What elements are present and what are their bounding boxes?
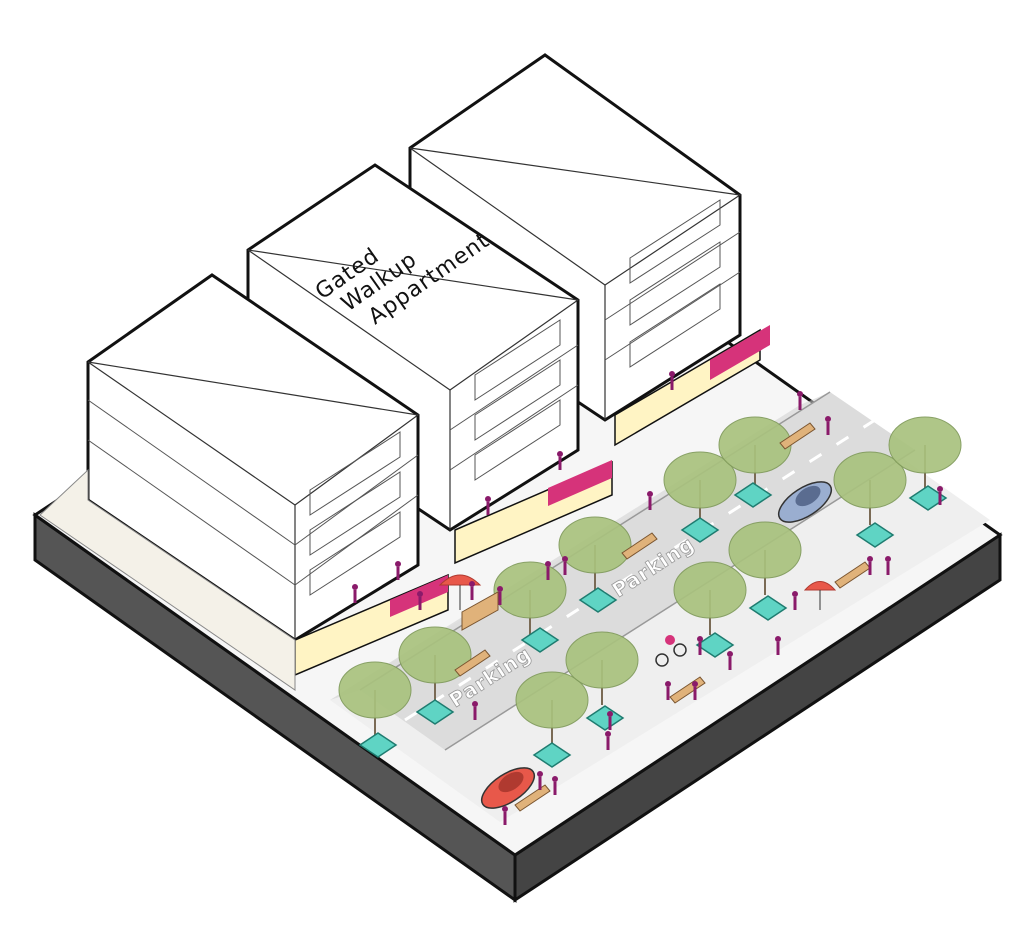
- planter-icon: [855, 522, 895, 548]
- benches: [454, 422, 871, 812]
- person-icon: [867, 556, 873, 575]
- tree-icon: [558, 516, 632, 590]
- planter-icon: [520, 627, 560, 653]
- person-icon: [552, 776, 558, 795]
- person-icon: [692, 681, 698, 700]
- person-icon: [825, 416, 831, 435]
- tree-icon: [718, 416, 792, 490]
- pedestrians: [352, 371, 943, 825]
- planter-icon: [695, 632, 735, 658]
- tree-icon: [515, 671, 589, 745]
- umbrella-icon: [803, 581, 837, 610]
- bench-icon: [621, 532, 658, 560]
- tree-icon: [833, 451, 907, 525]
- bicycle-icon: [655, 635, 687, 667]
- person-icon: [395, 561, 401, 580]
- person-icon: [469, 581, 475, 600]
- person-icon: [669, 371, 675, 390]
- bench-icon: [454, 649, 491, 677]
- person-icon: [562, 556, 568, 575]
- person-icon: [665, 681, 671, 700]
- planter-icon: [908, 485, 948, 511]
- tree-icon: [888, 416, 962, 490]
- person-icon: [557, 451, 563, 470]
- person-icon: [697, 636, 703, 655]
- person-icon: [607, 711, 613, 730]
- planter-icon: [680, 517, 720, 543]
- planter-icon: [585, 705, 625, 731]
- person-icon: [885, 556, 891, 575]
- planters: [358, 482, 948, 768]
- car-icon: [777, 481, 833, 523]
- planter-icon: [733, 482, 773, 508]
- tree-icon: [673, 561, 747, 635]
- bench-icon: [514, 784, 551, 812]
- planter-icon: [748, 595, 788, 621]
- person-icon: [775, 636, 781, 655]
- person-icon: [937, 486, 943, 505]
- tree-icon: [728, 521, 802, 595]
- planter-icon: [578, 587, 618, 613]
- planter-icon: [358, 732, 398, 758]
- person-icon: [485, 496, 491, 515]
- tree-icon: [338, 661, 412, 735]
- person-icon: [647, 491, 653, 510]
- person-icon: [417, 591, 423, 610]
- food-cart-icon: [461, 591, 499, 631]
- bench-icon: [779, 422, 816, 450]
- person-icon: [792, 591, 798, 610]
- person-icon: [352, 584, 358, 603]
- person-icon: [502, 806, 508, 825]
- person-icon: [797, 391, 803, 410]
- building-left: [39, 273, 449, 691]
- person-icon: [537, 771, 543, 790]
- tree-icon: [398, 626, 472, 700]
- planter-icon: [415, 699, 455, 725]
- person-icon: [497, 586, 503, 605]
- street-trees: [338, 416, 962, 745]
- person-icon: [605, 731, 611, 750]
- planter-icon: [532, 742, 572, 768]
- car-icon: [480, 767, 536, 809]
- person-icon: [472, 701, 478, 720]
- person-icon: [545, 561, 551, 580]
- tree-icon: [565, 631, 639, 705]
- person-icon: [727, 651, 733, 670]
